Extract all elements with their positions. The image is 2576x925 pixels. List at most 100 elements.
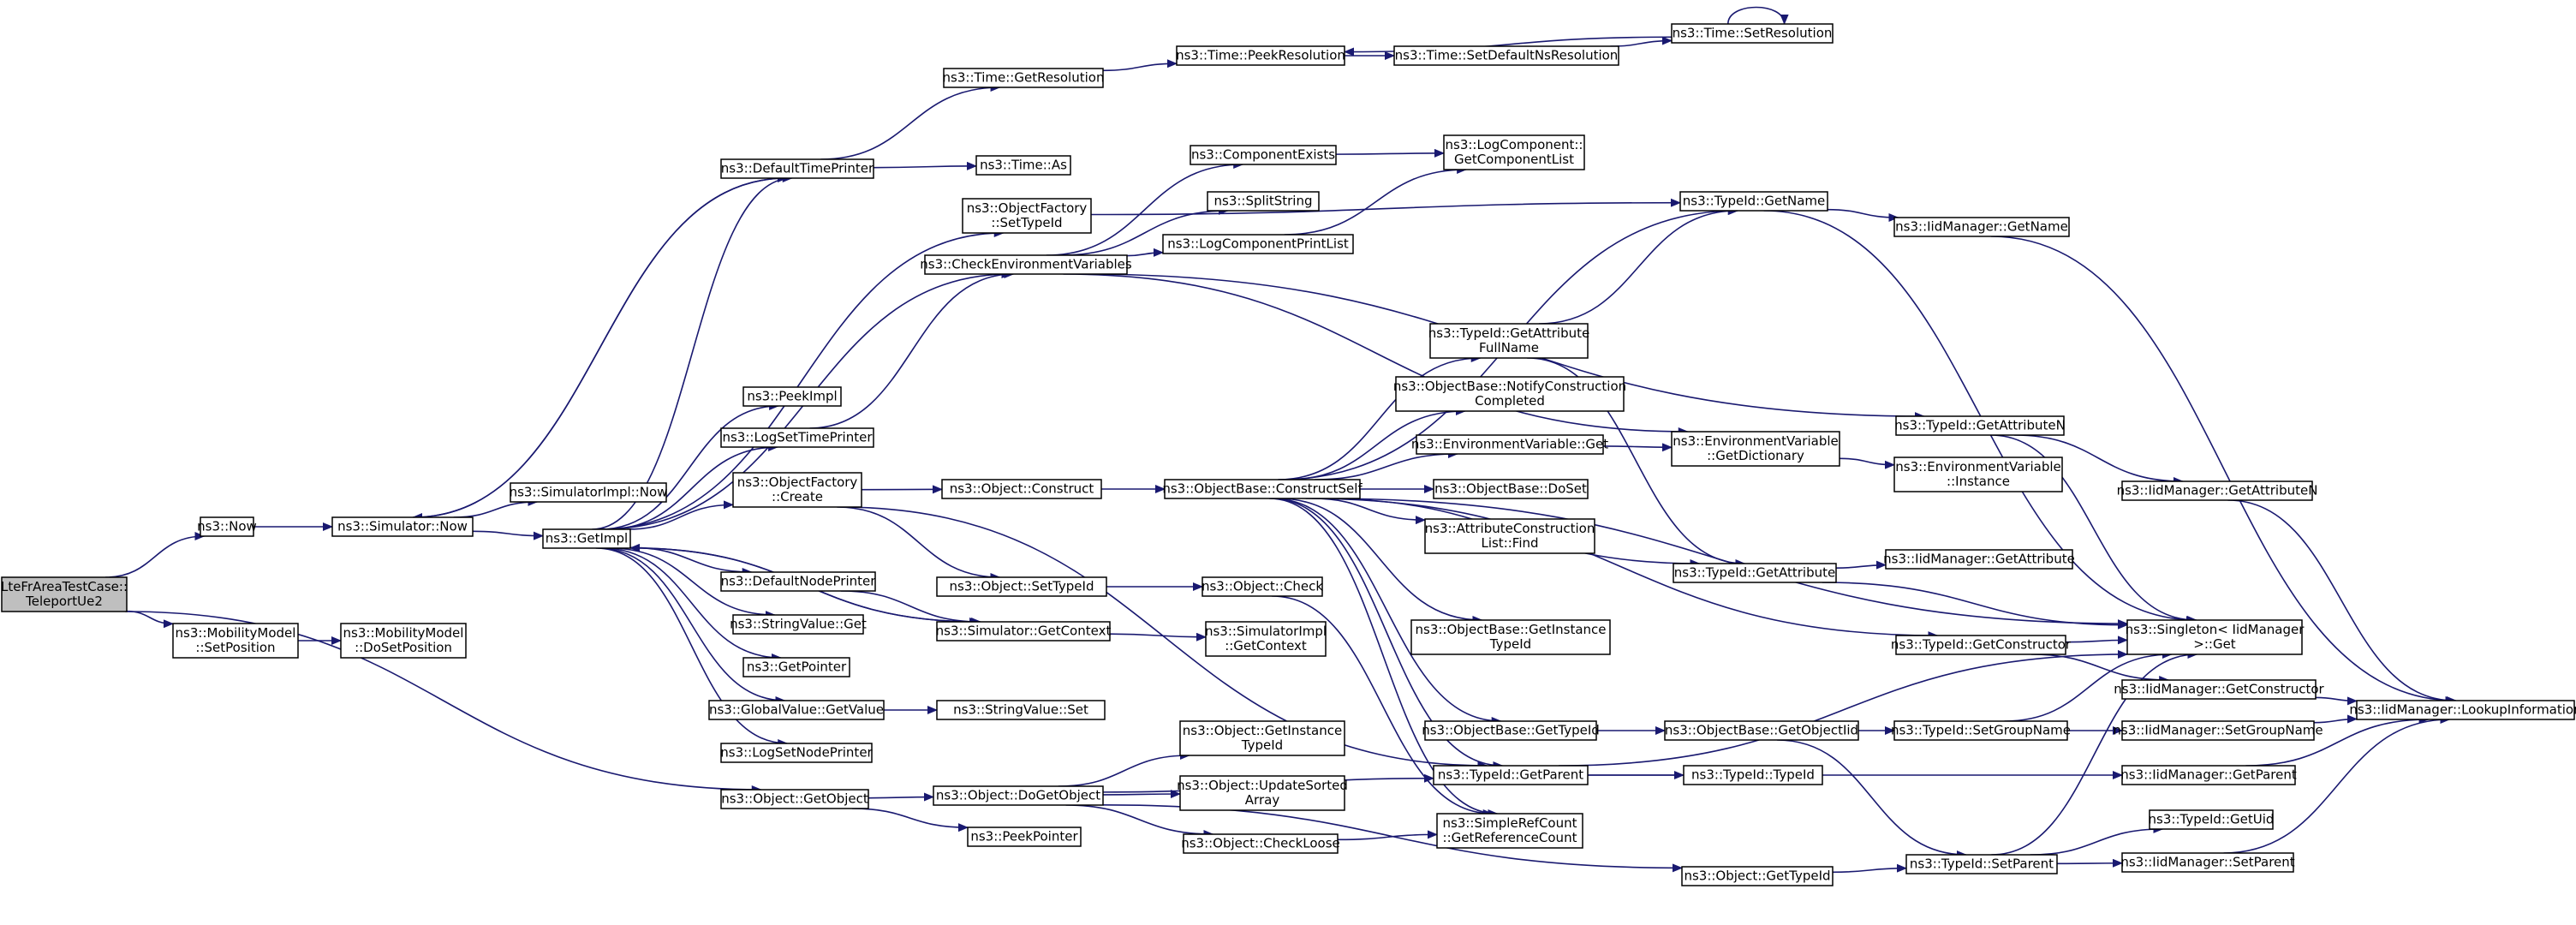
- node-box[interactable]: [1895, 415, 2065, 436]
- node-box[interactable]: [1179, 775, 1345, 811]
- node-box[interactable]: [1893, 720, 2068, 741]
- node-box[interactable]: [200, 516, 254, 537]
- node-iidmsetparent[interactable]: ns3::IidManager::SetParent: [2120, 852, 2295, 873]
- node-globvalgetval[interactable]: ns3::GlobalValue::GetValue: [708, 700, 885, 720]
- node-box[interactable]: [1671, 23, 1834, 44]
- node-box[interactable]: [732, 614, 864, 635]
- node-box[interactable]: [708, 700, 885, 720]
- node-objfactcreate[interactable]: ns3::ObjectFactory::Create: [732, 472, 862, 508]
- node-tidgetconstructor[interactable]: ns3::TypeId::GetConstructor: [1891, 635, 2072, 655]
- node-box[interactable]: [2121, 679, 2317, 700]
- node-box[interactable]: [1893, 457, 2063, 492]
- node-box[interactable]: [2126, 619, 2303, 655]
- node-logcompgetlist[interactable]: ns3::LogComponent::GetComponentList: [1443, 134, 1585, 170]
- node-box[interactable]: [1176, 45, 1345, 66]
- node-box[interactable]: [936, 576, 1107, 597]
- node-iidmsetgroupname[interactable]: ns3::IidManager::SetGroupName: [2113, 720, 2323, 741]
- node-simimplnow[interactable]: ns3::SimulatorImpl::Now: [510, 482, 668, 503]
- node-objconstruct[interactable]: ns3::Object::Construct: [941, 479, 1102, 499]
- node-box[interactable]: [1410, 619, 1611, 655]
- node-box[interactable]: [1202, 576, 1323, 597]
- node-root[interactable]: LteFrAreaTestCase::TeleportUe2: [1, 576, 128, 612]
- node-objdogetobj[interactable]: ns3::Object::DoGetObject: [933, 785, 1104, 806]
- node-defnodeprinter[interactable]: ns3::DefaultNodePrinter: [720, 571, 877, 592]
- node-iidmgetconstructor[interactable]: ns3::IidManager::GetConstructor: [2114, 679, 2325, 700]
- node-box[interactable]: [1893, 217, 2070, 237]
- node-box[interactable]: [2121, 852, 2294, 873]
- node-box[interactable]: [933, 785, 1104, 806]
- node-box[interactable]: [1416, 434, 1604, 455]
- node-objcheckloose[interactable]: ns3::Object::CheckLoose: [1181, 833, 1340, 854]
- node-box[interactable]: [1895, 635, 2066, 655]
- node-singletonget[interactable]: ns3::Singleton< IidManager >::Get: [2126, 619, 2305, 655]
- node-objsettypeid[interactable]: ns3::Object::SetTypeId: [936, 576, 1107, 597]
- node-objbaseconstructself[interactable]: ns3::ObjectBase::ConstructSelf: [1162, 479, 1363, 499]
- node-box[interactable]: [1429, 323, 1589, 359]
- node-envvargetdict[interactable]: ns3::EnvironmentVariable::GetDictionary: [1671, 431, 1840, 467]
- node-box[interactable]: [1179, 720, 1345, 756]
- node-simgetctx[interactable]: ns3::Simulator::GetContext: [936, 621, 1112, 642]
- node-objgettypeid[interactable]: ns3::Object::GetTypeId: [1681, 866, 1834, 886]
- node-now[interactable]: ns3::Now: [197, 516, 257, 537]
- node-box[interactable]: [1885, 549, 2073, 570]
- node-getimpl[interactable]: ns3::GetImpl: [542, 528, 631, 549]
- node-box[interactable]: [1162, 234, 1354, 254]
- node-objbasenotify[interactable]: ns3::ObjectBase::NotifyConstructionCompl…: [1393, 376, 1626, 412]
- node-box[interactable]: [2121, 480, 2313, 501]
- node-objbasegetobjiid[interactable]: ns3::ObjectBase::GetObjectIid: [1664, 720, 1859, 741]
- node-box[interactable]: [1433, 765, 1589, 785]
- node-timeas[interactable]: ns3::Time::As: [975, 155, 1071, 176]
- node-getpointer[interactable]: ns3::GetPointer: [742, 657, 850, 677]
- node-strvalset[interactable]: ns3::StringValue::Set: [936, 700, 1106, 720]
- node-envvarget[interactable]: ns3::EnvironmentVariable::Get: [1411, 434, 1608, 455]
- node-box[interactable]: [720, 743, 873, 763]
- node-timepeekres[interactable]: ns3::Time::PeekResolution: [1176, 45, 1345, 66]
- node-objfactsettypeid[interactable]: ns3::ObjectFactory::SetTypeId: [962, 198, 1092, 234]
- node-box[interactable]: [1424, 720, 1597, 741]
- node-objgetobj[interactable]: ns3::Object::GetObject: [720, 789, 869, 809]
- node-logcompprintlist[interactable]: ns3::LogComponentPrintList: [1162, 234, 1354, 254]
- node-timesetdefns[interactable]: ns3::Time::SetDefaultNsResolution: [1393, 45, 1619, 66]
- node-box[interactable]: [331, 516, 474, 537]
- node-box[interactable]: [2121, 720, 2315, 741]
- node-peekimpl[interactable]: ns3::PeekImpl: [742, 386, 842, 407]
- node-simplerefcount[interactable]: ns3::SimpleRefCount::GetReferenceCount: [1436, 813, 1583, 849]
- node-box[interactable]: [2149, 809, 2274, 830]
- node-box[interactable]: [720, 158, 874, 179]
- node-box[interactable]: [1205, 621, 1327, 657]
- node-box[interactable]: [172, 623, 299, 659]
- node-iidmgetattrn[interactable]: ns3::IidManager::GetAttributeN: [2117, 480, 2318, 501]
- node-box[interactable]: [1183, 833, 1339, 854]
- node-deftimeprinter[interactable]: ns3::DefaultTimePrinter: [720, 158, 874, 179]
- node-box[interactable]: [720, 789, 869, 809]
- node-box[interactable]: [720, 427, 874, 448]
- node-box[interactable]: [542, 528, 631, 549]
- node-box[interactable]: [1681, 866, 1834, 886]
- node-compexists[interactable]: ns3::ComponentExists: [1190, 145, 1337, 165]
- node-box[interactable]: [2121, 765, 2296, 785]
- node-objbasedoset[interactable]: ns3::ObjectBase::DoSet: [1433, 479, 1589, 499]
- node-objcheck[interactable]: ns3::Object::Check: [1202, 576, 1323, 597]
- node-box[interactable]: [962, 198, 1092, 234]
- node-mmsetpos[interactable]: ns3::MobilityModel::SetPosition: [172, 623, 299, 659]
- node-box[interactable]: [967, 827, 1082, 847]
- node-splitstring[interactable]: ns3::SplitString: [1207, 191, 1320, 212]
- node-box[interactable]: [1436, 813, 1583, 849]
- node-envvarinstance[interactable]: ns3::EnvironmentVariable::Instance: [1893, 457, 2063, 492]
- node-box[interactable]: [1679, 191, 1828, 212]
- node-box[interactable]: [1, 576, 128, 612]
- node-logsettimeprinter[interactable]: ns3::LogSetTimePrinter: [720, 427, 874, 448]
- node-checkenv[interactable]: ns3::CheckEnvironmentVariables: [920, 254, 1132, 275]
- node-iidmgetname[interactable]: ns3::IidManager::GetName: [1893, 217, 2070, 237]
- node-box[interactable]: [1393, 45, 1619, 66]
- node-box[interactable]: [1164, 479, 1361, 499]
- node-box[interactable]: [1190, 145, 1337, 165]
- node-tidgetattrn[interactable]: ns3::TypeId::GetAttributeN: [1894, 415, 2066, 436]
- node-timegetres[interactable]: ns3::Time::GetResolution: [943, 68, 1105, 88]
- node-iidmgetattribute[interactable]: ns3::IidManager::GetAttribute: [1883, 549, 2075, 570]
- node-strvalget[interactable]: ns3::StringValue::Get: [730, 614, 867, 635]
- node-tidtypeid[interactable]: ns3::TypeId::TypeId: [1683, 765, 1823, 785]
